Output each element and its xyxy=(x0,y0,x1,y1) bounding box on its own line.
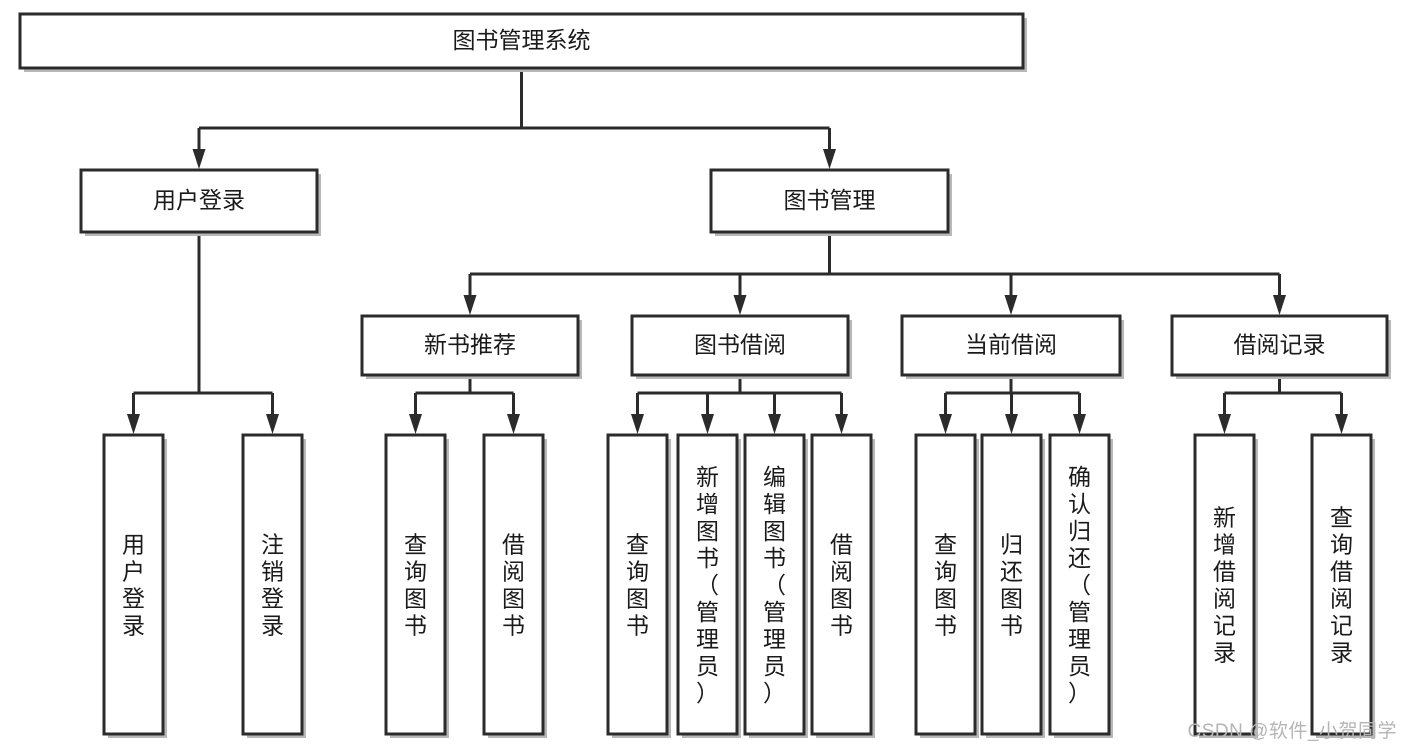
node-history[interactable]: 借阅记录 xyxy=(1170,314,1391,379)
node-login[interactable]: 用户登录 xyxy=(79,168,321,236)
node-label: 新增图书（管理员） xyxy=(696,464,719,706)
node-l1[interactable]: 用户登录 xyxy=(102,433,167,738)
connector-history xyxy=(1218,375,1348,434)
node-l4[interactable]: 借阅图书 xyxy=(482,433,547,738)
node-label: 图书借阅 xyxy=(694,332,786,358)
node-l3[interactable]: 查询图书 xyxy=(384,433,449,738)
node-borrow[interactable]: 图书借阅 xyxy=(630,314,852,379)
connector-current xyxy=(939,375,1086,434)
node-label: 图书管理系统 xyxy=(453,27,591,53)
node-label: 注销登录 xyxy=(261,532,284,639)
node-label: 查询图书 xyxy=(626,532,649,639)
connector-root xyxy=(192,68,836,169)
node-l7[interactable]: 编辑图书（管理员） xyxy=(743,433,808,738)
node-l11[interactable]: 确认归还（管理员） xyxy=(1048,433,1113,738)
node-label: 用户登录 xyxy=(153,187,245,213)
node-bookmgmt[interactable]: 图书管理 xyxy=(709,168,952,236)
node-label: 确认归还（管理员） xyxy=(1068,464,1091,706)
node-label: 新增借阅记录 xyxy=(1213,505,1236,666)
connector-newrec xyxy=(409,375,520,434)
node-current[interactable]: 当前借阅 xyxy=(900,314,1124,379)
node-label: 新书推荐 xyxy=(424,332,516,358)
node-root[interactable]: 图书管理系统 xyxy=(18,12,1027,72)
node-label: 查询图书 xyxy=(934,532,957,639)
node-label: 图书管理 xyxy=(784,187,876,213)
node-l2[interactable]: 注销登录 xyxy=(241,433,306,738)
node-label: 借阅图书 xyxy=(502,532,525,639)
node-l5[interactable]: 查询图书 xyxy=(606,433,671,738)
node-label: 编辑图书（管理员） xyxy=(763,464,786,706)
node-newrec[interactable]: 新书推荐 xyxy=(360,314,582,379)
node-label: 用户登录 xyxy=(122,532,145,639)
watermark-text: CSDN @软件_小贺同学 xyxy=(1187,721,1397,742)
node-l12[interactable]: 新增借阅记录 xyxy=(1193,433,1258,738)
node-l8[interactable]: 借阅图书 xyxy=(810,433,875,738)
connector-bookmgmt xyxy=(463,232,1286,315)
node-l13[interactable]: 查询借阅记录 xyxy=(1310,433,1375,738)
node-label: 借阅记录 xyxy=(1234,332,1326,358)
node-label: 查询借阅记录 xyxy=(1330,505,1353,666)
node-layer: 图书管理系统用户登录图书管理新书推荐图书借阅当前借阅借阅记录用户登录注销登录查询… xyxy=(18,12,1391,738)
node-l6[interactable]: 新增图书（管理员） xyxy=(676,433,741,738)
node-label: 查询图书 xyxy=(404,532,427,639)
node-l9[interactable]: 查询图书 xyxy=(914,433,979,738)
connector-borrow xyxy=(631,375,848,434)
node-l10[interactable]: 归还图书 xyxy=(980,433,1045,738)
node-label: 当前借阅 xyxy=(965,332,1057,358)
connector-layer xyxy=(127,68,1348,434)
node-label: 归还图书 xyxy=(1000,532,1023,639)
node-label: 借阅图书 xyxy=(830,532,853,639)
connector-login xyxy=(127,232,279,434)
